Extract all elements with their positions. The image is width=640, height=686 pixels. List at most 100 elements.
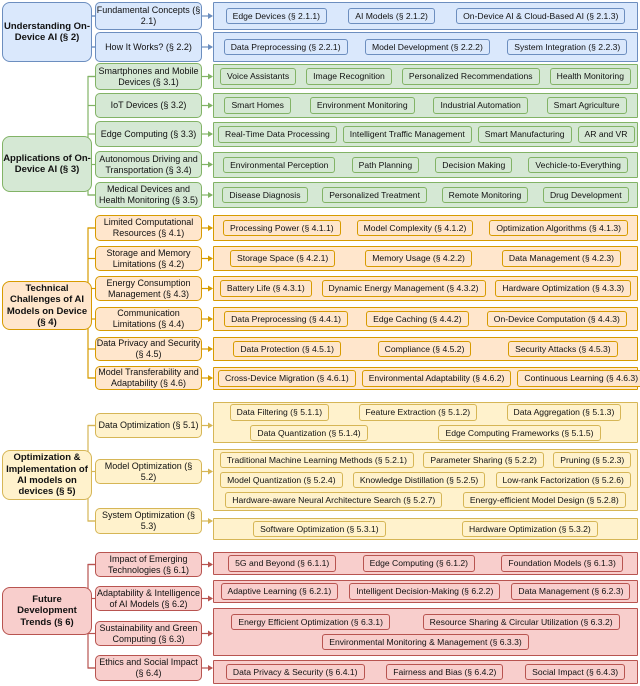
leaf-topic: Storage Space (§ 4.2.1) [230,250,336,267]
leaf-topic: Industrial Automation [433,97,528,114]
section-root-box: Future Development Trends (§ 6) [2,587,92,635]
leaf-container: Data Privacy & Security (§ 6.4.1) Fairnes… [213,660,638,684]
subcategory-box: Data Privacy and Security (§ 4.5) [95,337,202,361]
leaf-topic: Environment Monitoring [309,97,415,114]
leaf-topic: Software Optimization (§ 5.3.1) [253,520,386,538]
leaf-topic: Drug Development [542,186,629,204]
leaf-topic: Edge Caching (§ 4.4.2) [366,310,469,328]
leaf-row: Energy Efficient Optimization (§ 6.3.1)R… [218,613,633,630]
subcategory-box: Sustainability and Green Computing (§ 6.… [95,621,202,646]
subcategory-box: Fundamental Concepts (§ 2.1) [95,2,202,30]
leaf-topic: Image Recognition [306,68,392,85]
leaf-topic: Vechicle-to-Everything [528,156,628,174]
leaf-topic: AR and VR [577,126,635,143]
subcategory-box: Communication Limitations (§ 4.4) [95,307,202,331]
leaf-topic: Path Planning [351,156,420,174]
leaf-topic: Edge Computing (§ 6.1.2) [362,555,476,572]
leaf-row: Data Privacy & Security (§ 6.4.1) Fairnes… [218,663,633,681]
leaf-topic: Data Privacy & Security (§ 6.4.1) [225,663,365,681]
leaf-container: Traditional Machine Learning Methods (§ … [213,449,638,511]
leaf-row: Hardware-aware Neural Architecture Searc… [218,492,633,509]
leaf-topic: Smart Agriculture [546,97,627,114]
leaf-row: Storage Space (§ 4.2.1)Memory Usage (§ 4… [218,250,633,267]
leaf-topic: Data Filtering (§ 5.1.1) [229,404,330,421]
section-root-box: Technical Challenges of AI Models on Dev… [2,281,92,330]
leaf-topic: Health Monitoring [549,68,631,85]
leaf-topic: Battery Life (§ 4.3.1) [219,280,312,297]
leaf-topic: Hardware Optimization (§ 4.3.3) [495,280,632,297]
leaf-container: Data Preprocessing (§ 4.4.1) Edge Caching… [213,307,638,331]
leaf-topic: Compliance (§ 4.5.2) [377,340,472,358]
leaf-container: Data Filtering (§ 5.1.1) Feature Extracti… [213,402,638,443]
leaf-topic: Energy Efficient Optimization (§ 6.3.1) [231,613,390,630]
leaf-container: 5G and Beyond (§ 6.1.1)Edge Computing (§… [213,552,638,575]
subcategory-box: Impact of Emerging Technologies (§ 6.1) [95,552,202,577]
subcategory-box: Model Transferability and Adaptability (… [95,366,202,390]
leaf-topic: Data Preprocessing (§ 4.4.1) [224,310,348,328]
leaf-container: Data Preprocessing (§ 2.2.1)Model Develo… [213,32,638,62]
leaf-row: Data Protection (§ 4.5.1) Compliance (§ 4… [218,340,633,358]
leaf-topic: Data Protection (§ 4.5.1) [233,340,341,358]
leaf-topic: Feature Extraction (§ 5.1.2) [358,404,478,421]
leaf-row: Smart Homes Environment Monitoring Industr… [218,97,633,114]
leaf-container: Smart Homes Environment Monitoring Industr… [213,93,638,118]
subcategory-box: IoT Devices (§ 3.2) [95,93,202,118]
leaf-row: Environmental Monitoring & Management (§… [218,634,633,651]
leaf-topic: Continuous Learning (§ 4.6.3) [517,370,640,387]
leaf-container: Data Protection (§ 4.5.1) Compliance (§ 4… [213,337,638,361]
leaf-topic: Optimization Algorithms (§ 4.1.3) [489,219,628,237]
leaf-topic: Processing Power (§ 4.1.1) [222,219,341,237]
leaf-topic: Model Development (§ 2.2.2) [364,38,490,56]
leaf-container: Storage Space (§ 4.2.1)Memory Usage (§ 4… [213,246,638,271]
subcategory-box: Edge Computing (§ 3.3) [95,121,202,147]
leaf-container: Adaptive Learning (§ 6.2.1) Intelligent D… [213,580,638,603]
leaf-row: Edge Devices (§ 2.1.1) AI Models (§ 2.1.2… [218,7,633,25]
leaf-topic: Security Attacks (§ 4.5.3) [508,340,618,358]
subcategory-box: Data Optimization (§ 5.1) [95,413,202,438]
leaf-topic: Smart Manufacturing [477,126,572,143]
leaf-topic: Energy-efficient Model Design (§ 5.2.8) [462,492,626,509]
leaf-topic: Adaptive Learning (§ 6.2.1) [220,583,339,600]
leaf-container: Cross-Device Migration (§ 4.6.1)Environm… [213,367,640,390]
leaf-row: 5G and Beyond (§ 6.1.1)Edge Computing (§… [218,555,633,572]
leaf-topic: Environmental Monitoring & Management (§… [322,634,529,651]
leaf-topic: Hardware-aware Neural Architecture Searc… [225,492,443,509]
leaf-row: Software Optimization (§ 5.3.1) Hardware … [218,520,633,538]
leaf-topic: Intelligent Decision-Making (§ 6.2.2) [349,583,501,600]
leaf-topic: Fairness and Bias (§ 6.4.2) [386,663,504,681]
subcategory-box: Medical Devices and Health Monitoring (§… [95,182,202,208]
section-root-box: Optimization & Implementation of AI mode… [2,450,92,500]
leaf-row: Data Filtering (§ 5.1.1) Feature Extracti… [218,404,633,421]
leaf-topic: Parameter Sharing (§ 5.2.2) [423,451,544,468]
leaf-row: Processing Power (§ 4.1.1) Model Complexi… [218,219,633,237]
leaf-topic: Pruning (§ 5.2.3) [553,451,632,468]
leaf-topic: Edge Devices (§ 2.1.1) [225,7,328,25]
leaf-topic: Smart Homes [224,97,291,114]
leaf-topic: Model Quantization (§ 5.2.4) [220,471,343,489]
leaf-topic: Model Complexity (§ 4.1.2) [356,219,474,237]
leaf-topic: Knowledge Distillation (§ 5.2.5) [352,471,486,489]
leaf-row: Data Preprocessing (§ 4.4.1) Edge Caching… [218,310,633,328]
leaf-row: Traditional Machine Learning Methods (§ … [218,451,633,468]
section-root-box: Applications of On-Device AI (§ 3) [2,136,92,192]
section-root-box: Understanding On-Device AI (§ 2) [2,2,92,62]
leaf-topic: On-Device Computation (§ 4.4.3) [486,310,627,328]
leaf-topic: Hardware Optimization (§ 5.3.2) [462,520,598,538]
subcategory-box: Limited Computational Resources (§ 4.1) [95,215,202,241]
leaf-topic: Voice Assistants [220,68,297,85]
leaf-topic: AI Models (§ 2.1.2) [348,7,435,25]
subcategory-box: System Optimization (§ 5.3) [95,508,202,534]
leaf-container: Edge Devices (§ 2.1.1) AI Models (§ 2.1.2… [213,2,638,30]
subcategory-box: Ethics and Social Impact (§ 6.4) [95,655,202,681]
leaf-topic: System Integration (§ 2.2.3) [507,38,628,56]
leaf-container: Energy Efficient Optimization (§ 6.3.1)R… [213,608,638,656]
